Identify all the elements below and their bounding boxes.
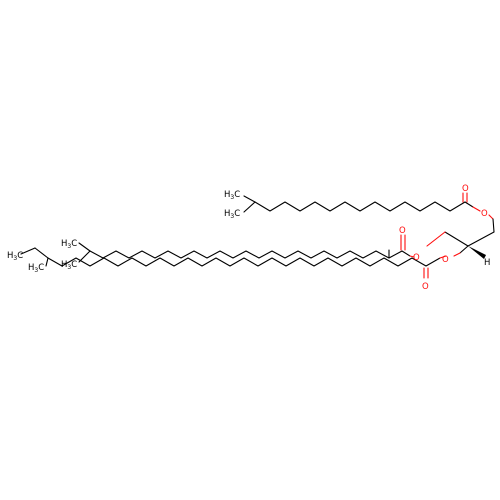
methyl-label: H3C xyxy=(61,260,77,271)
bond xyxy=(243,195,256,203)
methyl-label: H3C xyxy=(224,190,240,201)
bond xyxy=(409,255,415,258)
chain-1 xyxy=(243,192,495,233)
methyl-label: H3C xyxy=(28,263,44,274)
chain-2 xyxy=(78,234,415,263)
glycerol-backbone xyxy=(426,231,495,259)
oxygen-label: O xyxy=(481,209,488,219)
bond xyxy=(467,231,495,247)
bond xyxy=(439,255,447,259)
bond xyxy=(45,257,49,267)
methyl-label: H3C xyxy=(61,239,77,250)
svg-text:H3C: H3C xyxy=(224,209,240,220)
svg-text:H3C: H3C xyxy=(61,239,77,250)
hydrogen-label: H xyxy=(484,258,490,268)
bond xyxy=(492,218,495,233)
bond xyxy=(464,201,474,208)
methyl-label: H3C xyxy=(224,209,240,220)
methyl-label: H3C xyxy=(7,251,23,262)
chain-1-backbone xyxy=(254,201,466,212)
chain-3 xyxy=(20,247,447,279)
bond xyxy=(459,245,469,254)
svg-text:H3C: H3C xyxy=(61,260,77,271)
oxygen-label: O xyxy=(462,184,469,194)
atom-labels: O O H3C H3C O O H3C H3C O O H H3C H3C xyxy=(7,184,490,292)
bond xyxy=(488,214,494,220)
bond xyxy=(426,231,446,247)
bond xyxy=(453,252,461,257)
bond xyxy=(34,247,49,259)
svg-text:H3C: H3C xyxy=(7,251,23,262)
bond xyxy=(243,201,256,213)
svg-text:H3C: H3C xyxy=(224,190,240,201)
oxygen-label: O xyxy=(422,282,429,292)
oxygen-label: O xyxy=(442,255,449,265)
svg-text:H3C: H3C xyxy=(28,263,44,274)
bond xyxy=(78,242,91,252)
chain-3-backbone xyxy=(47,257,441,267)
bond xyxy=(20,247,36,255)
bond xyxy=(444,231,469,247)
oxygen-label: O xyxy=(399,226,406,236)
bond xyxy=(472,206,481,212)
oxygen-label: O xyxy=(413,253,420,263)
chain-2-backbone xyxy=(89,250,411,259)
stereo-wedge xyxy=(468,246,486,259)
